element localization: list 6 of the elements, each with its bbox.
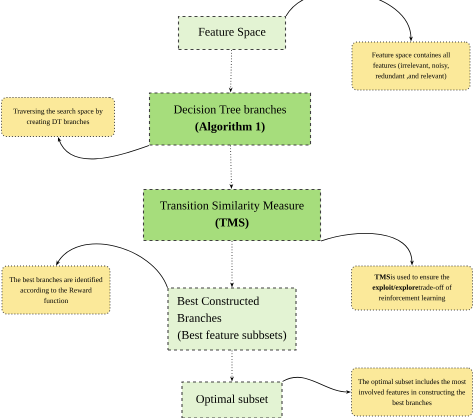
process-box: Optimal subset xyxy=(181,381,283,418)
arrow xyxy=(56,244,168,288)
process-box: Transition Similarity Measure (TMS) xyxy=(142,188,322,242)
process-box: Decision Tree branches (Algorithm 1) xyxy=(148,92,312,146)
process-box: Best Constructed Branches (Best feature subbsets) xyxy=(167,287,297,351)
process-box: Feature Space xyxy=(178,16,286,50)
